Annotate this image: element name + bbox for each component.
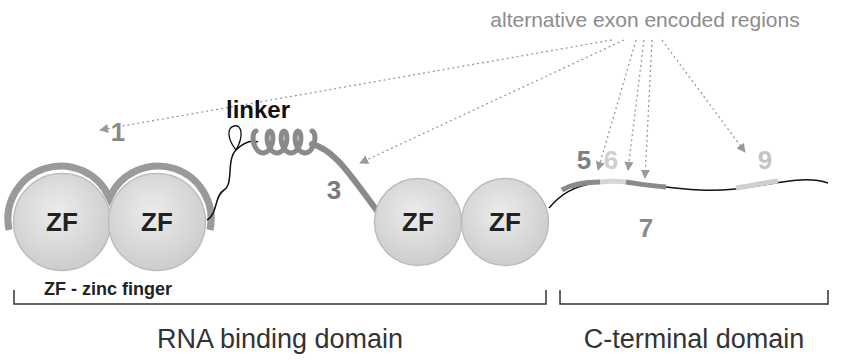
zinc-finger-outline	[109, 174, 206, 271]
zinc-finger: ZF	[373, 177, 463, 267]
zinc-finger-outline	[462, 179, 549, 266]
helix-coil	[253, 131, 315, 153]
exon-region-5	[562, 182, 600, 190]
callout-number: 9	[758, 146, 772, 175]
pointer-lines	[100, 40, 745, 178]
domain-bracket	[560, 290, 828, 304]
legend-note: ZF - zinc finger	[44, 280, 172, 300]
zinc-finger: ZF	[107, 172, 207, 272]
exon-region-3	[312, 144, 378, 212]
pointer-line	[662, 40, 745, 152]
pointer-line	[100, 40, 612, 130]
zinc-finger: ZF	[12, 172, 112, 272]
node-label: ZF	[46, 207, 78, 238]
node-label: ZF	[489, 207, 521, 238]
linker-loop	[229, 126, 241, 150]
zinc-finger: ZF	[460, 177, 550, 267]
pointer-line	[645, 40, 652, 178]
c-terminal-tail	[549, 180, 828, 208]
exon-region-6	[600, 179, 626, 185]
zinc-finger-outline	[375, 179, 462, 266]
helix	[253, 131, 315, 153]
domain-label: RNA binding domain	[157, 325, 403, 355]
callout-number: 1	[111, 118, 125, 147]
callout-number: 6	[604, 146, 618, 175]
domain-label: C-terminal domain	[584, 325, 805, 355]
annotation-heading: alternative exon encoded regions	[490, 8, 799, 31]
callout-number: 3	[327, 176, 341, 205]
node-label: ZF	[141, 207, 173, 238]
zinc-finger-outline	[14, 174, 111, 271]
exon-region-9	[736, 181, 778, 188]
linker-line	[207, 141, 258, 220]
callout-number: 7	[639, 214, 653, 243]
region-name: linker	[226, 97, 290, 123]
pointer-line	[628, 40, 644, 170]
exon-region-7	[626, 182, 666, 187]
pointer-line	[360, 40, 624, 163]
callout-number: 5	[577, 146, 591, 175]
node-label: ZF	[402, 207, 434, 238]
